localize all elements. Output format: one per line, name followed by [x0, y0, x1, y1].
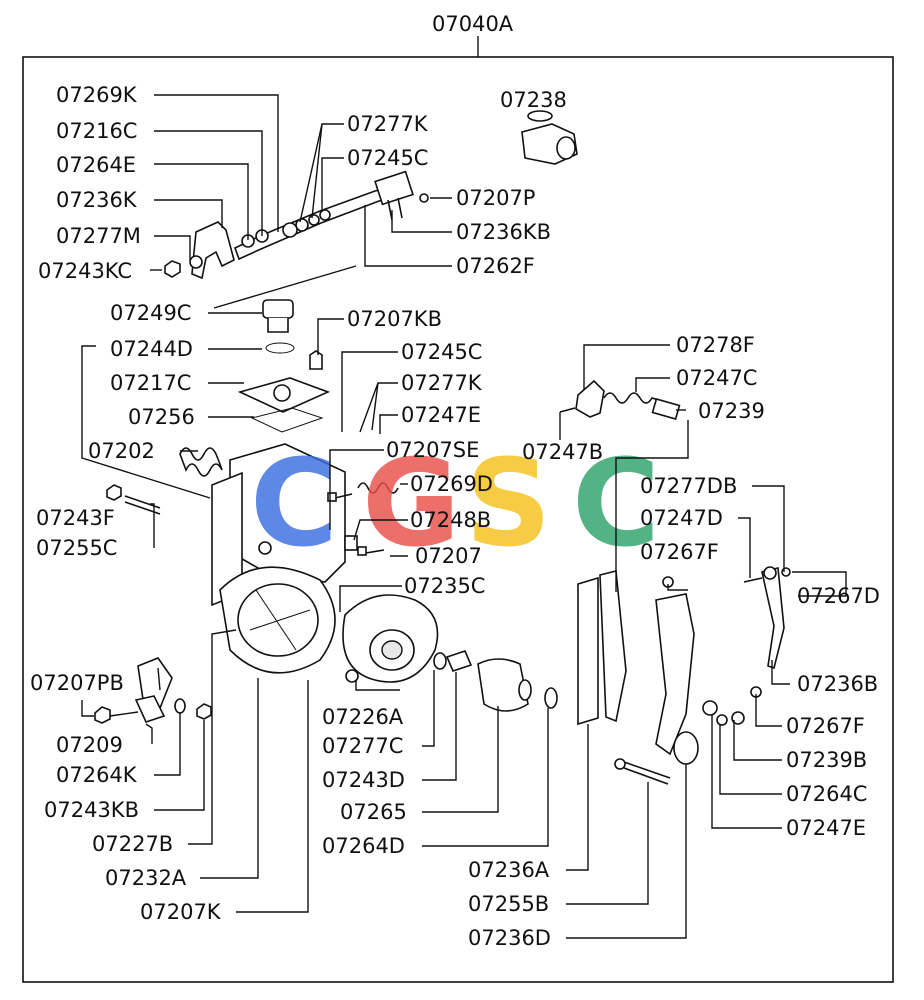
part-label: 07238 [500, 88, 567, 112]
part-label: 07243KC [38, 259, 132, 283]
watermark-letter-c1: C [250, 435, 338, 574]
part-label: 07264K [56, 763, 138, 787]
part-label: 07247D [640, 506, 723, 530]
watermark: C G S C [250, 435, 660, 574]
part-label: 07277DB [640, 474, 737, 498]
part-label: 07216C [56, 119, 137, 143]
part-label: 07264E [56, 153, 136, 177]
part-label: 07247E [401, 403, 481, 427]
part-label: 07247E [786, 816, 866, 840]
part-label: 07227B [92, 832, 173, 856]
parts-artwork [94, 110, 791, 785]
part-label: 07207 [415, 544, 482, 568]
part-label: 07226A [322, 705, 404, 729]
part-label: 07277C [322, 734, 403, 758]
assembly-frame [22, 56, 894, 983]
part-label: 07248B [410, 508, 491, 532]
part-label: 07277K [401, 371, 483, 395]
part-label: 07247C [676, 366, 757, 390]
part-label: 07256 [128, 405, 195, 429]
part-label: 07264D [322, 834, 405, 858]
part-label: 07277K [347, 112, 429, 136]
part-label: 07277M [56, 224, 141, 248]
part-label: 07239 [698, 399, 765, 423]
part-label: 07207K [140, 900, 222, 924]
part-label: 07217C [110, 371, 191, 395]
part-label: 07255B [468, 892, 549, 916]
part-label: 07236A [468, 858, 550, 882]
part-label: 07239B [786, 748, 867, 772]
part-label: 07236D [468, 926, 551, 950]
part-label: 07207SE [386, 438, 479, 462]
part-label: 07267D [797, 584, 880, 608]
assembly-label: 07040A [432, 12, 514, 36]
part-label: 07255C [36, 536, 117, 560]
leader-lines [81, 94, 847, 939]
part-label: 07262F [456, 254, 535, 278]
part-label: 07269K [56, 83, 138, 107]
part-labels: 07269K 07216C 07264E 07236K 07277M 07243… [30, 83, 880, 950]
part-label: 07207PB [30, 671, 124, 695]
part-label: 07265 [340, 800, 407, 824]
part-label: 07207P [456, 186, 535, 210]
part-label: 07209 [56, 733, 123, 757]
part-label: 07202 [88, 439, 155, 463]
part-label: 07244D [110, 337, 193, 361]
part-label: 07269D [410, 472, 493, 496]
part-label: 07245C [401, 340, 482, 364]
part-label: 07243KB [44, 798, 139, 822]
part-label: 07267F [786, 714, 865, 738]
watermark-letter-s: S [465, 435, 551, 574]
part-label: 07243D [322, 768, 405, 792]
part-label: 07235C [404, 574, 485, 598]
part-label: 07245C [347, 146, 428, 170]
part-label: 07232A [105, 866, 187, 890]
part-label: 07207KB [347, 307, 442, 331]
part-label: 07247B [522, 440, 603, 464]
part-label: 07236B [797, 672, 878, 696]
part-label: 07267F [640, 540, 719, 564]
watermark-letter-g: G [362, 435, 461, 574]
part-label: 07236K [56, 188, 138, 212]
part-label: 07278F [676, 333, 755, 357]
part-label: 07249C [110, 301, 191, 325]
part-label: 07236KB [456, 220, 551, 244]
part-label: 07243F [36, 506, 115, 530]
part-label: 07264C [786, 782, 867, 806]
